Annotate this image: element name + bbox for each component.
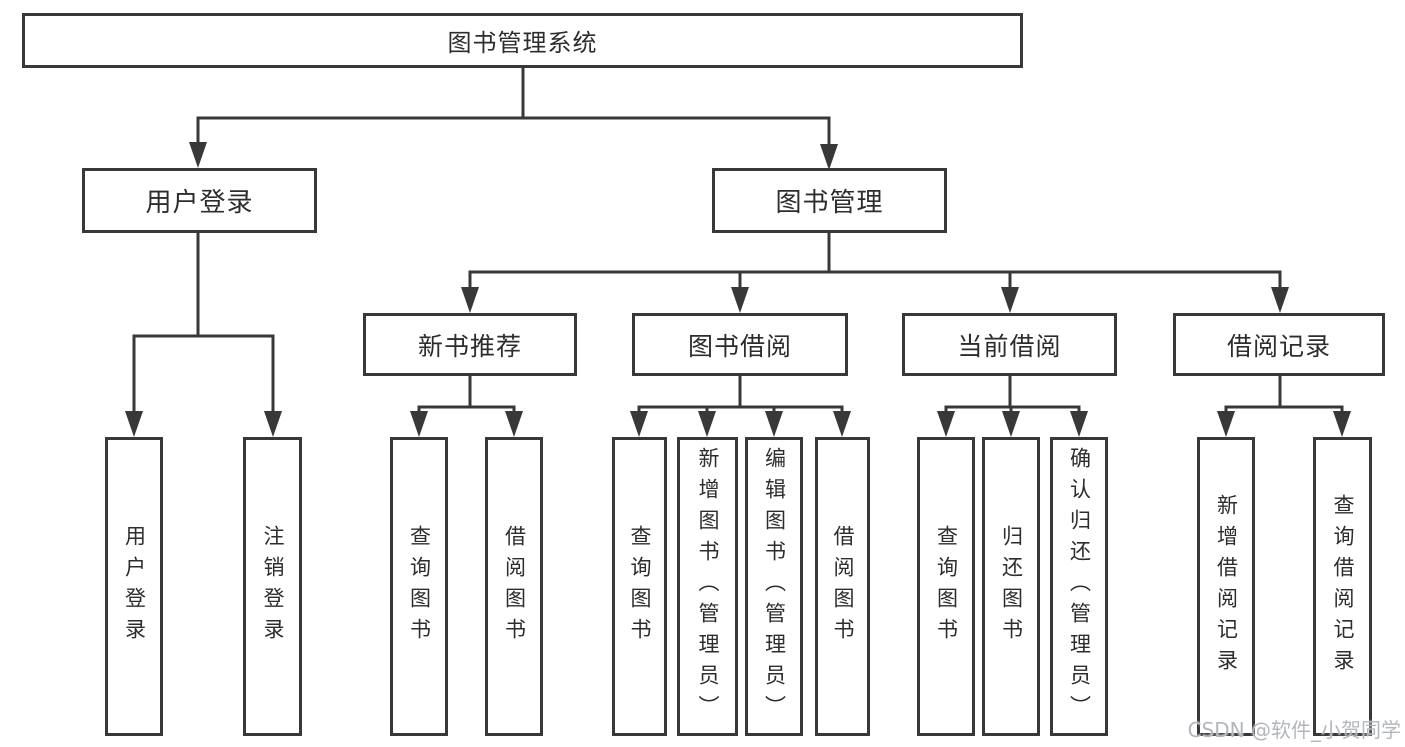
leaf-br-query-record: 查询借阅记录 (1313, 437, 1372, 736)
node-current-borrowing: 当前借阅 (902, 313, 1117, 376)
leaf-bb-add-books-admin: 新增图书（管理员） (677, 437, 738, 736)
leaf-user-login: 用户登录 (105, 437, 163, 736)
node-root-label: 图书管理系统 (447, 29, 598, 57)
leaf-bb-add-books-admin-label: 新增图书（管理员） (696, 447, 720, 726)
node-book-management: 图书管理 (712, 168, 947, 233)
leaf-user-login-label: 用户登录 (122, 524, 147, 649)
node-new-book-recommendation-label: 新书推荐 (417, 331, 522, 361)
leaf-cb-return-books: 归还图书 (982, 437, 1040, 736)
leaf-logout: 注销登录 (243, 437, 302, 736)
leaf-rec-borrow-books: 借阅图书 (485, 437, 543, 736)
leaf-logout-label: 注销登录 (261, 524, 285, 649)
leaf-bb-edit-books-admin: 编辑图书（管理员） (745, 437, 803, 736)
node-borrowing-records-label: 借阅记录 (1226, 331, 1331, 361)
node-book-borrowing: 图书借阅 (632, 313, 848, 376)
leaf-cb-return-books-label: 归还图书 (999, 524, 1024, 649)
node-current-borrowing-label: 当前借阅 (957, 331, 1062, 361)
leaf-cb-query-books: 查询图书 (917, 437, 975, 736)
leaf-rec-borrow-books-label: 借阅图书 (502, 524, 527, 649)
node-user-login-label: 用户登录 (145, 188, 254, 218)
node-book-management-label: 图书管理 (775, 188, 884, 218)
leaf-bb-borrow-books-label: 借阅图书 (831, 524, 855, 649)
leaf-rec-query-books-label: 查询图书 (407, 524, 432, 649)
leaf-cb-confirm-return-admin: 确认归还（管理员） (1050, 437, 1108, 736)
node-user-login: 用户登录 (82, 168, 317, 233)
leaf-rec-query-books: 查询图书 (390, 437, 448, 736)
node-root-library-system: 图书管理系统 (22, 13, 1023, 68)
node-new-book-recommendation: 新书推荐 (363, 313, 577, 376)
leaf-bb-borrow-books: 借阅图书 (815, 437, 870, 736)
csdn-watermark: CSDN @软件_小贺同学 (1187, 718, 1401, 742)
leaf-br-query-record-label: 查询借阅记录 (1331, 493, 1355, 680)
leaf-br-add-record: 新增借阅记录 (1197, 437, 1255, 736)
leaf-cb-confirm-return-admin-label: 确认归还（管理员） (1067, 447, 1092, 726)
node-book-borrowing-label: 图书借阅 (687, 331, 792, 361)
node-borrowing-records: 借阅记录 (1173, 313, 1385, 376)
leaf-bb-query-books-label: 查询图书 (628, 524, 652, 649)
leaf-cb-query-books-label: 查询图书 (934, 524, 959, 649)
leaf-bb-edit-books-admin-label: 编辑图书（管理员） (762, 447, 787, 726)
leaf-bb-query-books: 查询图书 (612, 437, 667, 736)
leaf-br-add-record-label: 新增借阅记录 (1214, 493, 1239, 680)
